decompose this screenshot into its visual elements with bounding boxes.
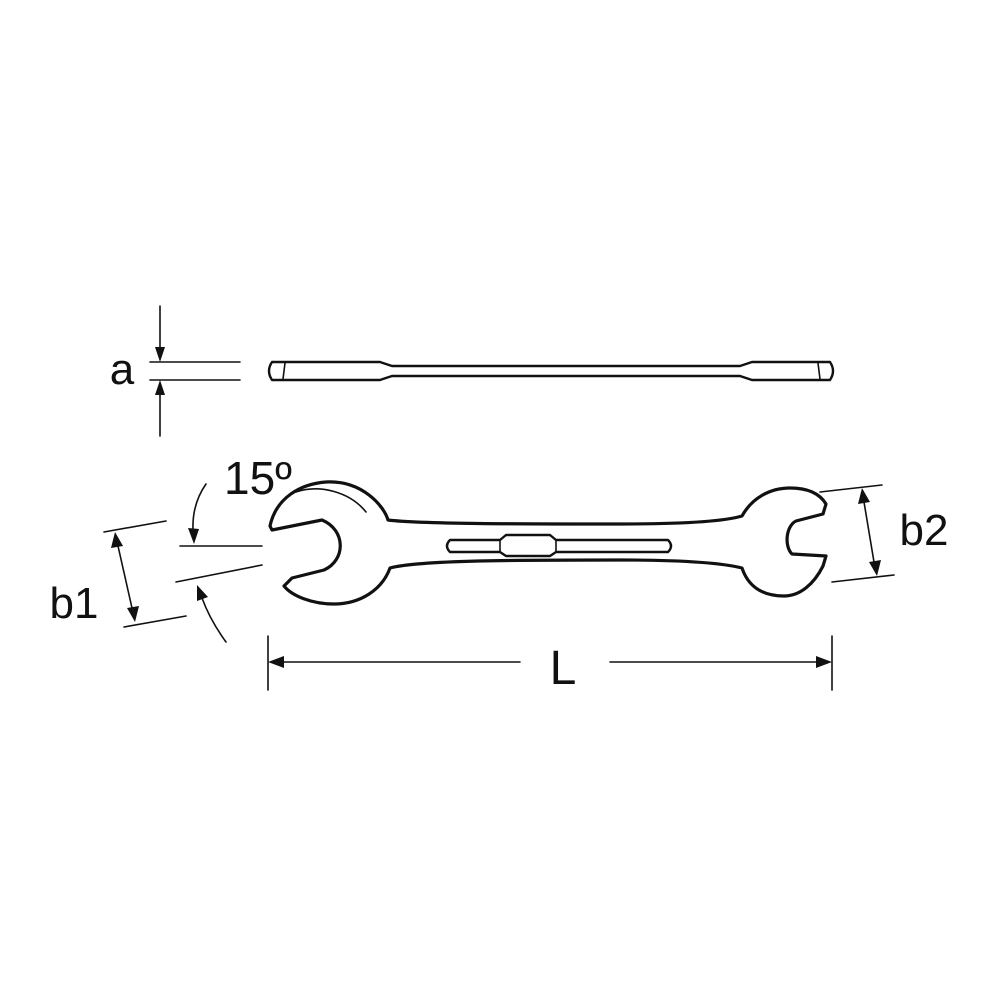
angle-arrowhead-bottom [197,585,208,601]
angle-arrowhead-top [188,528,199,544]
thickness-arrowhead-top [155,347,165,362]
side-view-end-mark-right [817,362,821,380]
angle-arc-top [192,483,207,531]
jaw-left-arrowhead-bottom [127,606,139,622]
handle-slot [445,533,673,558]
length-dimension: L [267,635,833,695]
jaw-left-arrowhead-top [111,532,123,548]
side-view [267,360,835,382]
jaw-right-dim-line [863,501,875,563]
jaw-left-ext-line-top [103,520,167,533]
wrench-outline [268,480,828,606]
side-view-end-mark-left [282,362,286,380]
jaw-right-ext-line-top [819,484,883,493]
angle-arc-bottom [201,597,227,643]
thickness-arrowhead-bottom [155,380,165,395]
jaw-right-ext-line-bottom [831,574,895,583]
jaw-left-ext-line-bottom [123,615,187,628]
thickness-dimension: a [110,305,241,437]
jaw-right-label: b2 [900,506,949,555]
jaw-right-arrowhead-top [858,488,870,504]
side-view-outline [267,360,835,382]
jaw-right-dimension: b2 [819,484,949,583]
jaw-left-label: b1 [50,579,99,628]
left-jaw-inner-line [295,488,367,513]
length-label: L [550,642,577,695]
jaw-left-ext-line-mid [175,564,263,583]
jaw-right-arrowhead-bottom [869,560,881,576]
length-arrowhead-right [816,656,832,668]
jaw-left-dimension: b1 15º [50,452,292,643]
thickness-label: a [110,345,135,394]
length-arrowhead-left [268,656,284,668]
angle-label: 15º [224,452,292,504]
jaw-left-dim-line [117,545,133,609]
front-view [268,480,828,606]
